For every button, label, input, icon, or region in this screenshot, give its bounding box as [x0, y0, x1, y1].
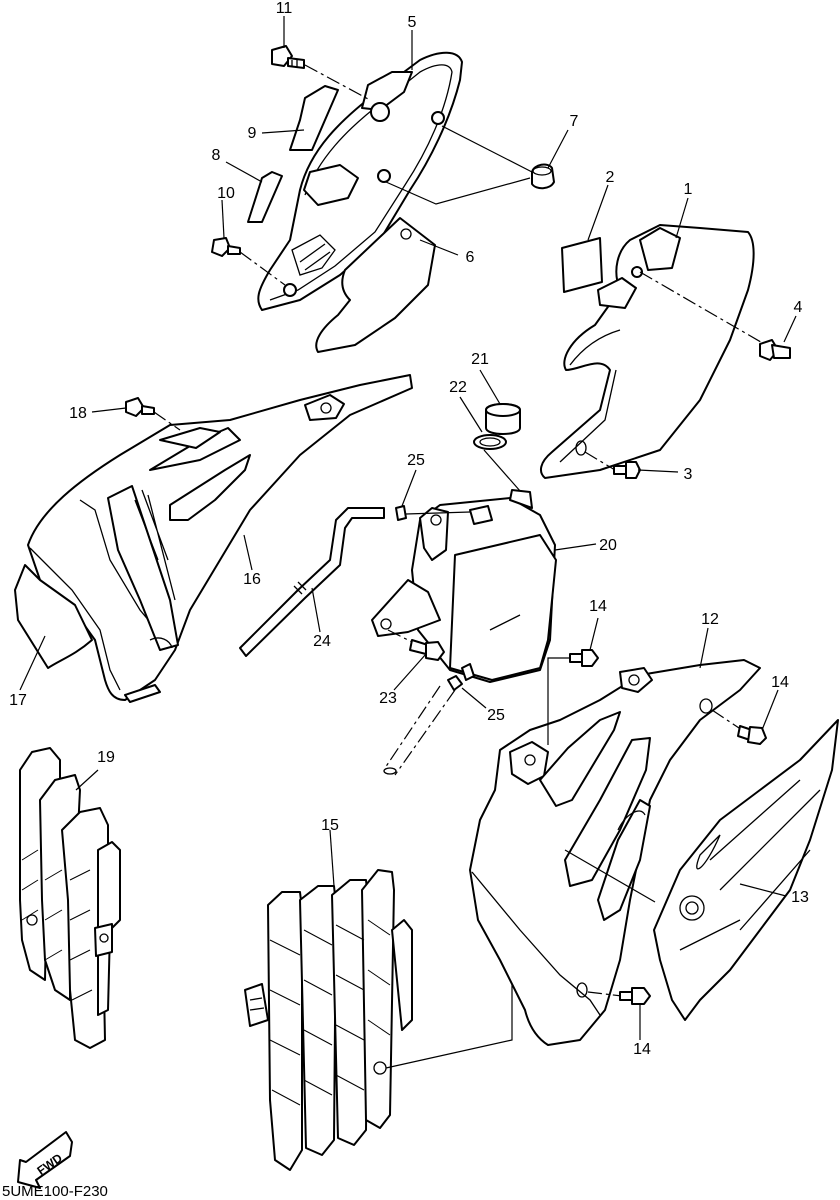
part-14-bolt-right — [711, 709, 767, 745]
part-1-side-panel — [539, 224, 755, 479]
part-10-bolt — [211, 237, 286, 286]
callout-10: 10 — [217, 185, 235, 202]
part-24-hose — [239, 507, 385, 657]
callout-21: 21 — [471, 351, 489, 368]
part-4-bolt — [639, 271, 791, 361]
part-13-decal — [653, 719, 839, 1021]
part-14-bolt-upper — [547, 649, 599, 745]
callout-24: 24 — [313, 633, 331, 650]
part-7-grommet — [385, 125, 555, 205]
callout-2: 2 — [606, 169, 615, 186]
callout-14-right: 14 — [771, 674, 789, 691]
callout-23: 23 — [379, 690, 397, 707]
part-12-shroud-right — [469, 659, 761, 1046]
callout-14-lower: 14 — [633, 1041, 651, 1058]
part-20-tank — [371, 489, 557, 683]
part-25-clip-upper — [395, 505, 471, 521]
callout-17: 17 — [9, 692, 27, 709]
callout-5: 5 — [408, 14, 417, 31]
callout-19: 19 — [97, 749, 115, 766]
callout-labels: 11 5 7 9 8 2 1 10 6 4 21 22 18 25 3 20 1… — [9, 0, 809, 1058]
callout-25-lower: 25 — [487, 707, 505, 724]
callout-13: 13 — [791, 889, 809, 906]
callout-18: 18 — [69, 405, 87, 422]
callout-22: 22 — [449, 379, 467, 396]
part-3-screw — [584, 451, 641, 479]
callout-8: 8 — [212, 147, 221, 164]
callout-4: 4 — [794, 299, 803, 316]
callout-14-upper: 14 — [589, 598, 607, 615]
part-19-radiator-guard-left — [19, 747, 121, 1049]
callout-1: 1 — [684, 181, 693, 198]
part-8-pad — [247, 171, 283, 223]
callout-12: 12 — [701, 611, 719, 628]
callout-leaders — [19, 16, 797, 1040]
part-25-clip-lower — [383, 663, 475, 776]
callout-25-upper: 25 — [407, 452, 425, 469]
callout-16: 16 — [243, 571, 261, 588]
part-18-bolt — [125, 397, 181, 431]
part-21-cap — [485, 403, 521, 435]
part-5-side-cover — [257, 51, 463, 311]
part-9-pad — [289, 85, 339, 151]
callout-20: 20 — [599, 537, 617, 554]
drawing-code: 5UME100-F230 — [2, 1183, 108, 1200]
callout-11: 11 — [276, 0, 293, 17]
part-2-pad — [561, 237, 603, 293]
callout-7: 7 — [570, 113, 579, 130]
callout-9: 9 — [248, 125, 257, 142]
callout-6: 6 — [466, 249, 475, 266]
part-16-shroud-left — [27, 374, 413, 703]
callout-15: 15 — [321, 817, 339, 834]
part-14-bolt-lower — [587, 987, 651, 1005]
callout-3: 3 — [684, 466, 693, 483]
fwd-arrow-icon: FWD — [17, 1131, 73, 1189]
part-23-bolt — [387, 629, 445, 661]
part-6-seal — [315, 217, 436, 353]
